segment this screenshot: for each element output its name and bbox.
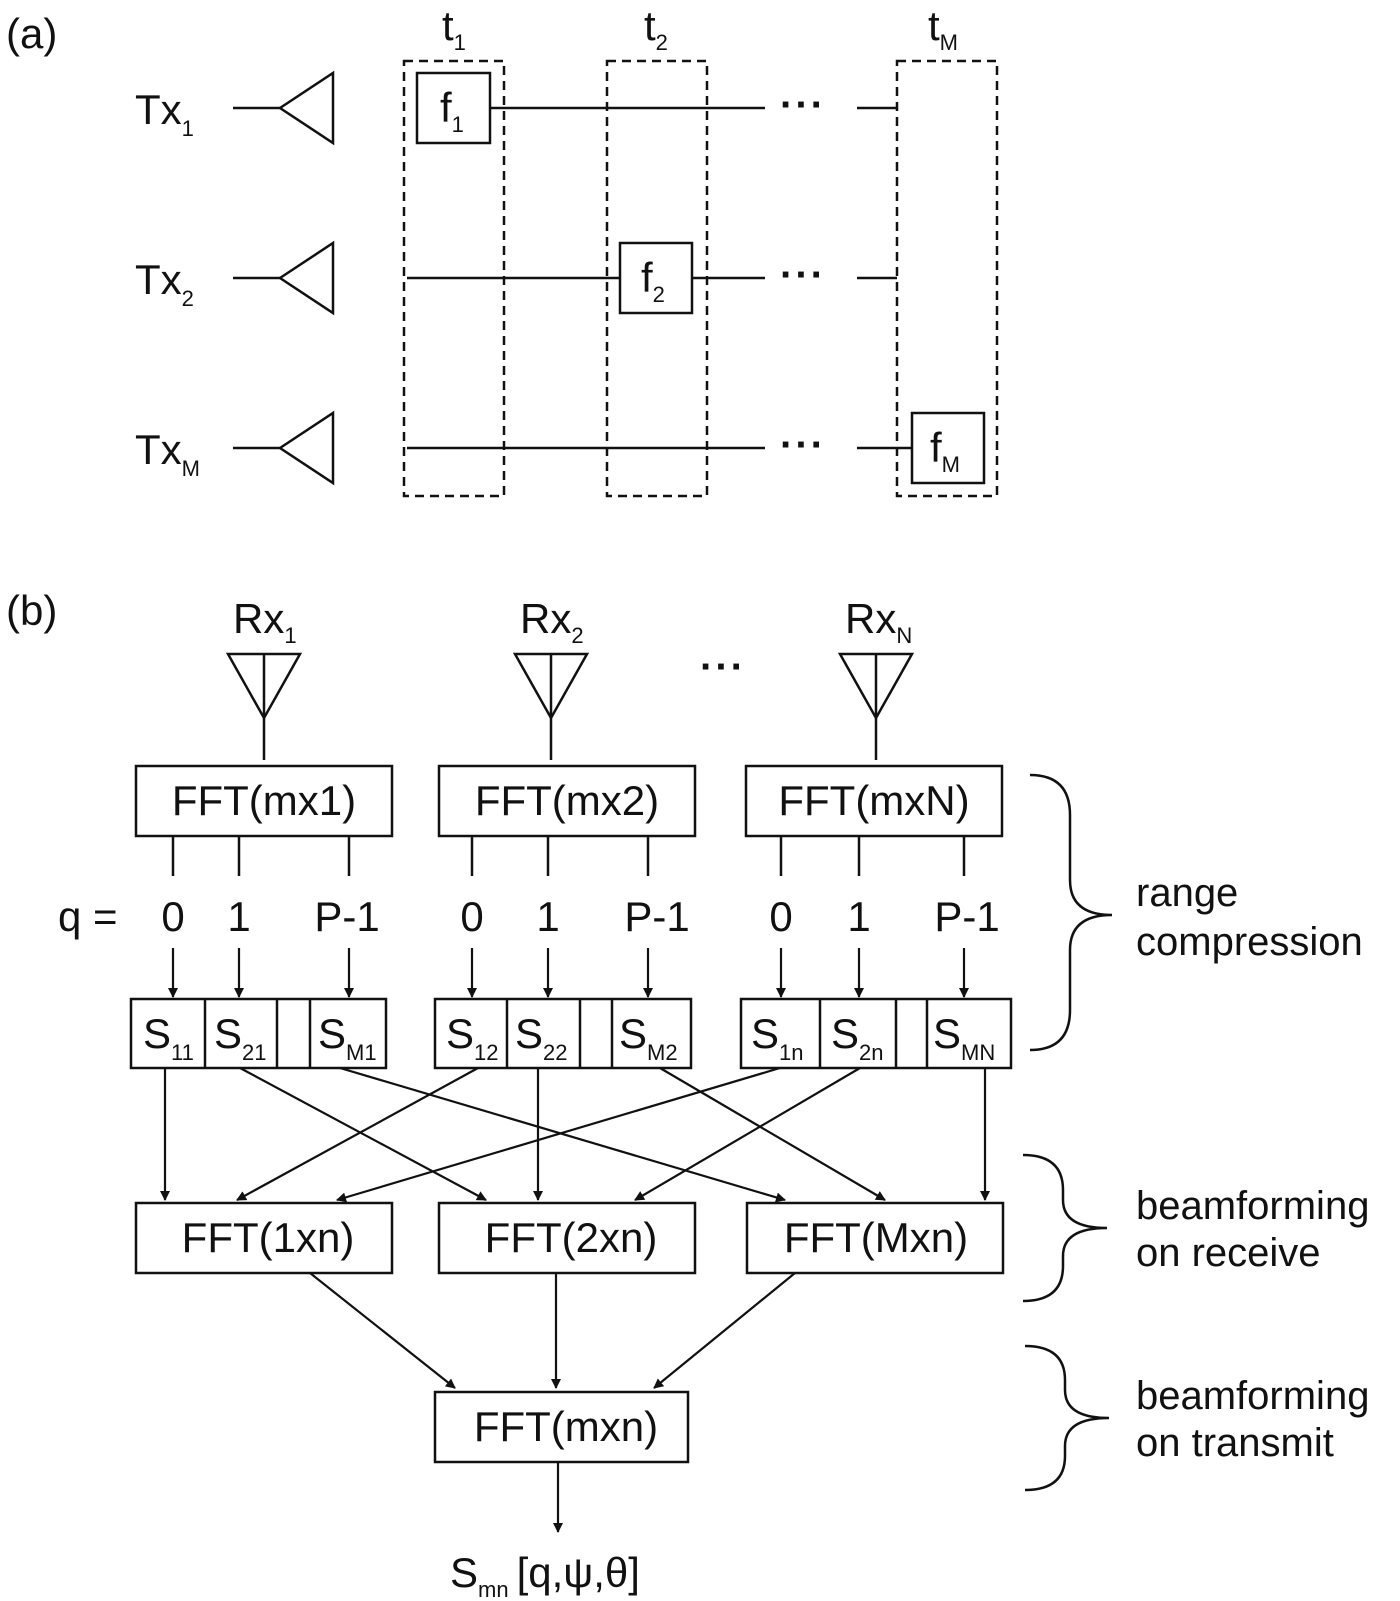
receive-fft-label-1: FFT(1xn) [182, 1214, 355, 1261]
tx-antenna-2 [233, 240, 335, 316]
rx-antenna-2 [512, 652, 590, 760]
rx-antenna-n [837, 652, 915, 760]
receive-fft-box-2 [437, 1201, 697, 1275]
sample-cell-s1n: S1n [751, 1010, 804, 1065]
panel-a-label: (a) [6, 10, 57, 57]
brace-beamforming-transmit [1024, 1344, 1110, 1492]
receive-fft-box-m [745, 1201, 1005, 1275]
frequency-box-2 [618, 241, 694, 315]
tx-label-m: TxM [135, 426, 200, 481]
q-value-g3-p: P-1 [934, 893, 999, 940]
tx-antenna-m [233, 410, 335, 486]
beamforming-routing-arrows [160, 1066, 990, 1203]
sample-cell-smn: SMN [933, 1010, 995, 1065]
stage-label-transmit-line2: on transmit [1136, 1421, 1334, 1465]
ellipsis-row-2: ··· [780, 253, 826, 297]
range-fft-box-2 [437, 764, 697, 838]
sample-group-2 [433, 997, 693, 1070]
frequency-label-1: f1 [440, 84, 464, 137]
q-prefix: q = [58, 893, 118, 940]
final-fft-box [433, 1390, 690, 1464]
receive-fft-box-1 [134, 1201, 394, 1275]
sample-cell-s21: S21 [214, 1010, 267, 1065]
stage-label-receive-line2: on receive [1136, 1231, 1321, 1275]
frequency-label-m: fM [930, 424, 960, 477]
rx-label-n: RxN [845, 595, 912, 648]
q-to-sample-arrows [168, 948, 969, 998]
range-fft-label-n: FFT(mxN) [778, 777, 969, 824]
stage-label-range-line1: range [1136, 871, 1238, 915]
q-value-g1-0: 0 [161, 893, 184, 940]
ellipsis-receivers: ··· [700, 645, 746, 689]
sample-cell-sm1: SM1 [318, 1010, 377, 1065]
frequency-box-1 [415, 71, 492, 145]
time-slot-box-m [895, 59, 999, 498]
range-fft-label-1: FFT(mx1) [172, 777, 356, 824]
brace-range-compression [1029, 773, 1113, 1052]
time-slot-label-2: t2 [644, 2, 668, 55]
range-fft-label-2: FFT(mx2) [475, 777, 659, 824]
rx-label-2: Rx2 [520, 595, 584, 648]
time-slot-label-m: tM [928, 2, 958, 55]
frequency-box-m [910, 411, 986, 485]
stage-label-receive-line1: beamforming [1136, 1184, 1369, 1228]
q-value-g1-1: 1 [227, 893, 250, 940]
q-value-g2-0: 0 [460, 893, 483, 940]
q-value-g2-p: P-1 [624, 893, 689, 940]
frequency-label-2: f2 [641, 254, 665, 307]
sample-group-3 [739, 997, 1013, 1070]
receive-fft-label-2: FFT(2xn) [485, 1214, 658, 1261]
range-fft-box-n [744, 764, 1004, 838]
time-slot-label-1: t1 [442, 2, 466, 55]
sample-cell-sm2: SM2 [619, 1010, 678, 1065]
brace-beamforming-receive [1022, 1153, 1108, 1303]
sample-cell-s22: S22 [515, 1010, 568, 1065]
tx-label-1: Tx1 [135, 86, 194, 141]
stage-label-transmit-line1: beamforming [1136, 1374, 1369, 1418]
q-value-g3-0: 0 [769, 893, 792, 940]
tx-label-2: Tx2 [135, 256, 194, 311]
ellipsis-row-1: ··· [780, 83, 826, 127]
range-fft-box-1 [134, 764, 394, 838]
rx-antenna-1 [225, 652, 303, 760]
output-expression: Smn[q,ψ,θ] [450, 1549, 640, 1601]
range-fft-output-lines [171, 836, 966, 876]
q-value-g3-1: 1 [847, 893, 870, 940]
q-value-g2-1: 1 [536, 893, 559, 940]
panel-b-label: (b) [6, 587, 57, 634]
ellipsis-row-m: ··· [780, 423, 826, 467]
sample-cell-s11: S11 [143, 1010, 194, 1065]
tx-antenna-1 [233, 70, 335, 146]
sample-cell-s12: S12 [446, 1010, 499, 1065]
stage-label-range-line2: compression [1136, 920, 1363, 964]
transmit-beamforming-arrows [309, 1272, 796, 1389]
sample-cell-s2n: S2n [831, 1010, 884, 1065]
sample-group-1 [129, 997, 388, 1070]
final-fft-label: FFT(mxn) [474, 1403, 658, 1450]
receive-fft-label-m: FFT(Mxn) [784, 1214, 968, 1261]
rx-label-1: Rx1 [233, 595, 297, 648]
q-value-g1-p: P-1 [314, 893, 379, 940]
